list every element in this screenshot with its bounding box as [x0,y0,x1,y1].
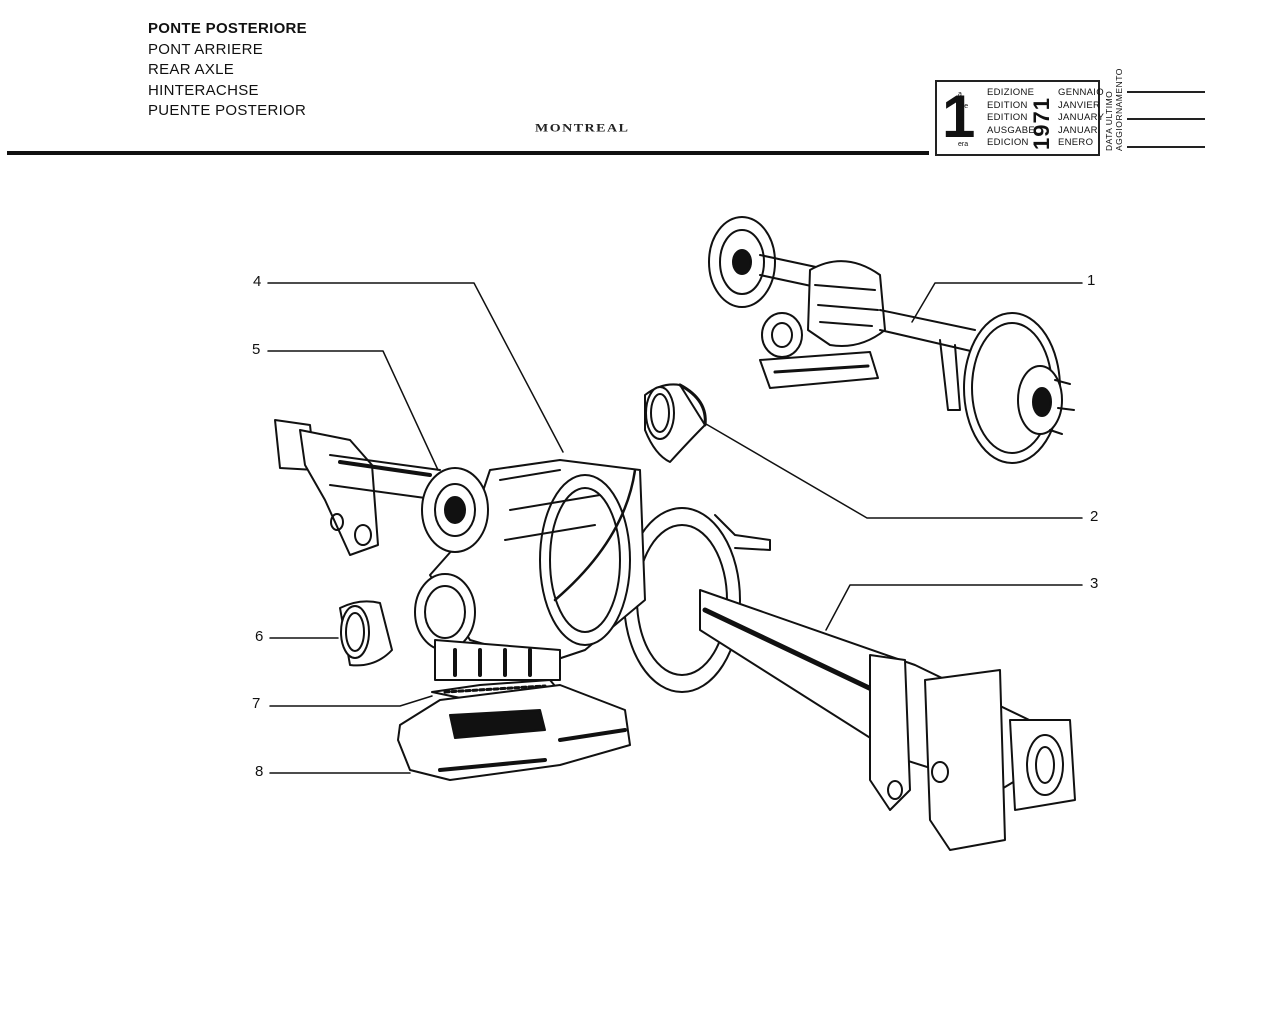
bearing-ring-left [339,600,393,667]
ordinal: a [958,91,962,98]
title-english: REAR AXLE [148,61,235,78]
edition-number: 1 [942,83,976,150]
header-divider [7,151,929,155]
callout-6: 6 [255,628,264,645]
edition-label: EDICION [987,137,1029,148]
update-line-2 [1127,118,1205,120]
edition-month: ENERO [1058,137,1094,148]
callout-7: 7 [252,695,261,712]
callout-5: 5 [252,341,261,358]
header-titles: PONTE POSTERIORE PONT ARRIERE REAR AXLE … [148,19,307,122]
leader-line-7 [269,695,433,707]
callout-8: 8 [255,763,264,780]
edition-label: EDITION [987,99,1028,111]
callout-2: 2 [1090,508,1099,525]
left-axle-half [274,419,489,556]
update-line-1 [1127,91,1205,93]
leader-line-2 [705,423,1083,519]
title-french: PONT ARRIERE [148,40,264,58]
edition-label: EDIZIONE [987,87,1035,98]
brand-logo: MONTREAL [535,122,630,135]
edition-month: JANUAR [1058,124,1098,136]
edition-label: AUSGABE [987,124,1036,136]
callout-1: 1 [1087,272,1096,289]
edition-label: EDITION [987,112,1028,123]
ordinal: ere [958,103,969,111]
ordinal: st [958,115,964,123]
rear-cover [397,684,631,781]
update-line-3 [1127,146,1205,148]
ordinal: . [958,128,960,136]
edition-month: JANVIER [1058,99,1101,111]
callout-4: 4 [253,273,262,290]
edition-months: GENNAIO JANVIER JANUARY JANUAR ENERO [1058,87,1104,150]
title-german: HINTERACHSE [148,81,259,99]
right-axle-half [623,507,1076,851]
ordinal: era [958,140,969,148]
callout-3: 3 [1090,575,1099,592]
leader-line-4 [267,282,564,453]
edition-labels: EDIZIONE EDITION EDITION AUSGABE EDICION [987,87,1035,150]
differential-housing [414,459,646,681]
leader-lines [267,282,1083,774]
leader-line-3 [825,584,1083,631]
edition-month: GENNAIO [1058,87,1104,98]
title-spanish: PUENTE POSTERIOR [148,102,307,119]
edition-ordinals: a ere st . era [958,89,968,151]
assembled-axle [708,216,1075,464]
bearing-ring-right [644,383,707,463]
edition-month: JANUARY [1058,112,1105,123]
leader-line-5 [267,350,439,471]
edition-box [935,80,1100,156]
title-italian: PONTE POSTERIORE [148,20,307,37]
leader-line-1 [911,282,1083,323]
